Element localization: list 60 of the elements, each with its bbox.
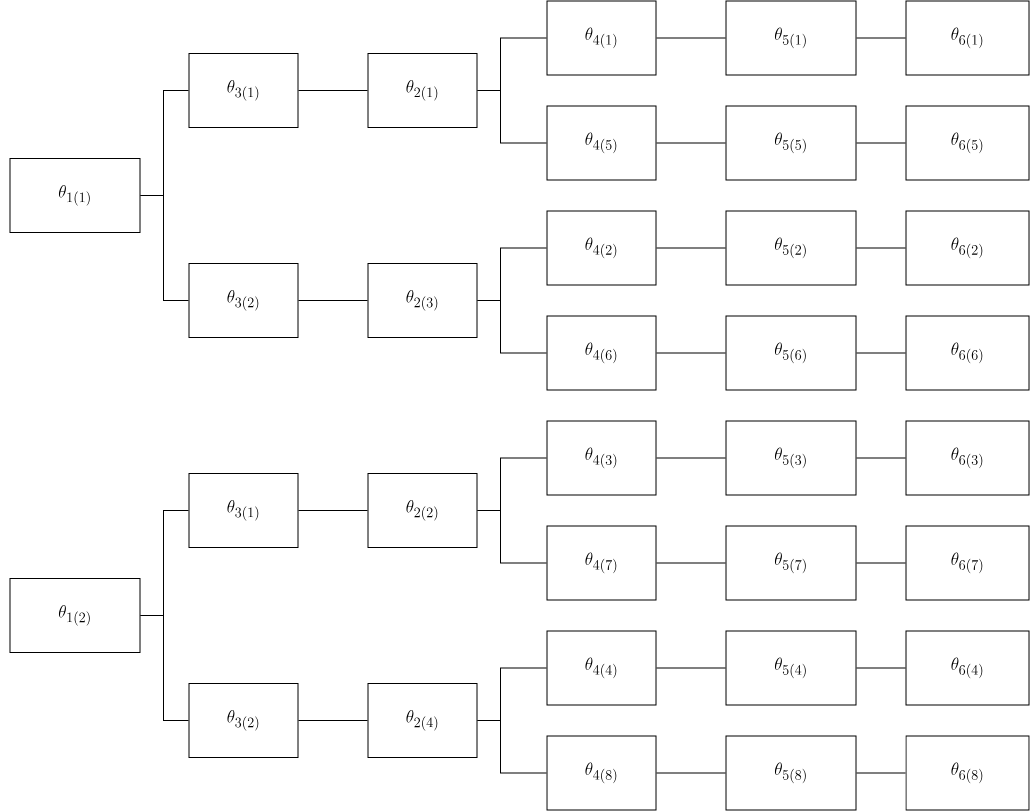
theta-box: $\theta_{5(7)}$ [725,525,857,601]
connector-line [656,142,726,144]
connector-line [477,300,547,354]
theta-box: $\theta_{3(1)}$ [188,473,299,548]
connector-line [477,510,547,564]
theta-box: $\theta_{5(5)}$ [725,105,857,181]
theta-box: $\theta_{6(1)}$ [905,0,1030,76]
connector-line [856,37,906,39]
theta-box: $\theta_{2(3)}$ [367,263,478,338]
theta-box: $\theta_{2(2)}$ [367,473,478,548]
connector-line [656,457,726,459]
connector-line [856,562,906,564]
theta-box: $\theta_{6(5)}$ [905,105,1030,181]
theta-box: $\theta_{1(1)}$ [9,158,141,233]
connector-line [856,667,906,669]
theta-box: $\theta_{3(1)}$ [188,53,299,128]
connector-line [477,90,547,144]
connector-line [856,142,906,144]
theta-box: $\theta_{4(8)}$ [546,735,657,811]
theta-box: $\theta_{2(4)}$ [367,683,478,758]
theta-box: $\theta_{4(6)}$ [546,315,657,391]
connector-line [656,562,726,564]
connector-line [656,37,726,39]
theta-box: $\theta_{6(6)}$ [905,315,1030,391]
connector-line [140,615,189,721]
theta-box: $\theta_{4(1)}$ [546,0,657,76]
theta-box: $\theta_{5(6)}$ [725,315,857,391]
theta-box: $\theta_{6(4)}$ [905,630,1030,706]
theta-box: $\theta_{5(3)}$ [725,420,857,496]
theta-box: $\theta_{5(4)}$ [725,630,857,706]
connector-line [856,457,906,459]
connector-line [298,90,368,91]
theta-box: $\theta_{5(1)}$ [725,0,857,76]
connector-line [477,720,547,774]
connector-line [298,300,368,301]
theta-box: $\theta_{4(2)}$ [546,210,657,286]
connector-line [656,247,726,249]
theta-box: $\theta_{4(7)}$ [546,525,657,601]
theta-box: $\theta_{4(3)}$ [546,420,657,496]
theta-box: $\theta_{5(2)}$ [725,210,857,286]
connector-line [298,720,368,721]
theta-box: $\theta_{5(8)}$ [725,735,857,811]
connector-line [656,772,726,774]
theta-box: $\theta_{3(2)}$ [188,263,299,338]
theta-box: $\theta_{6(8)}$ [905,735,1030,811]
theta-box: $\theta_{4(4)}$ [546,630,657,706]
connector-line [656,667,726,669]
theta-box: $\theta_{2(1)}$ [367,53,478,128]
connector-line [856,247,906,249]
connector-line [140,195,189,301]
connector-line [856,772,906,774]
connector-line [856,352,906,354]
theta-box: $\theta_{6(7)}$ [905,525,1030,601]
theta-box: $\theta_{6(2)}$ [905,210,1030,286]
connector-line [298,510,368,511]
theta-box: $\theta_{3(2)}$ [188,683,299,758]
theta-box: $\theta_{4(5)}$ [546,105,657,181]
connector-line [656,352,726,354]
theta-box: $\theta_{1(2)}$ [9,578,141,653]
theta-box: $\theta_{6(3)}$ [905,420,1030,496]
